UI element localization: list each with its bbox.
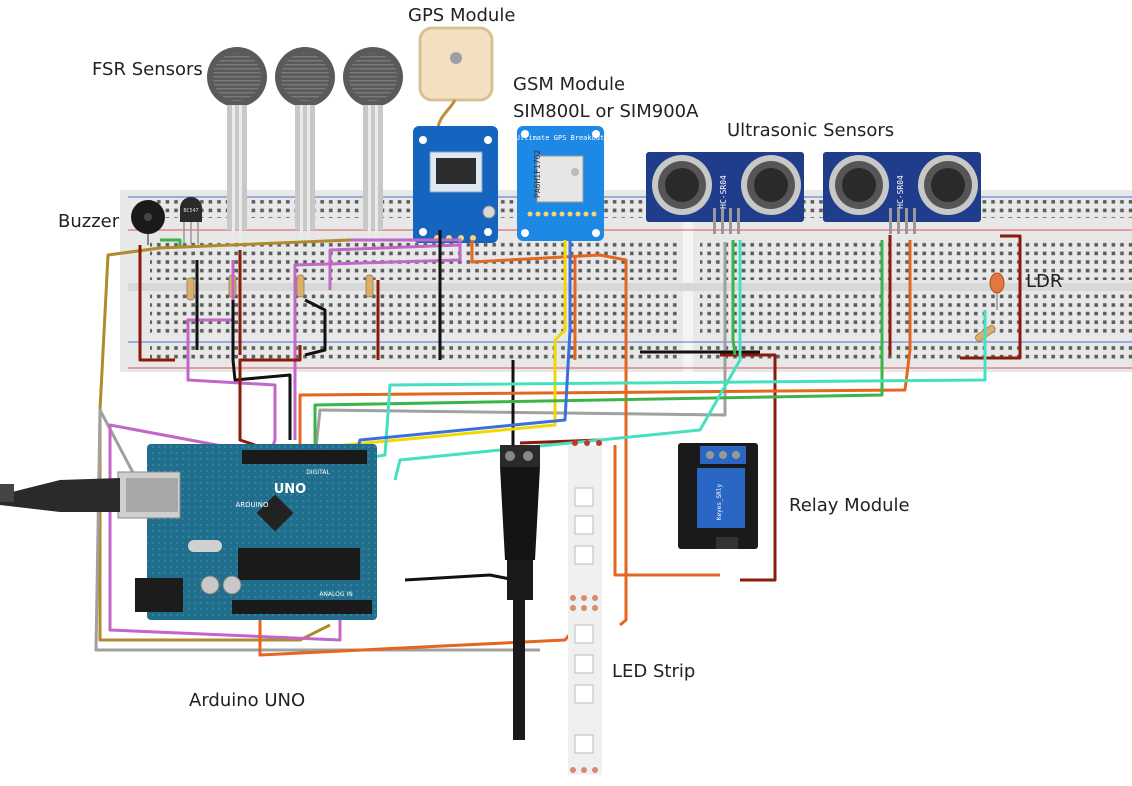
label-ldr: LDR xyxy=(1026,271,1063,292)
gsm-board-text: Ultimate GPS Breakout xyxy=(516,134,605,142)
fsr-sensor-1 xyxy=(207,47,267,245)
fsr-sensor-2 xyxy=(275,47,335,245)
label-relay-module: Relay Module xyxy=(789,495,910,516)
label-gsm-module: GSM Module xyxy=(513,74,626,95)
gps-antenna xyxy=(418,26,494,129)
wires xyxy=(94,230,1022,657)
arduino-uno-text: UNO xyxy=(274,482,307,497)
gsm-module-board: Ultimate GPS Breakout PA6H1F1702 xyxy=(516,126,605,241)
buzzer-component xyxy=(131,200,165,245)
relay-module: Keyes_SRly xyxy=(678,443,758,549)
sonar-1-label: HC-SR04 xyxy=(719,175,728,209)
arduino-analog-text: ANALOG IN xyxy=(319,591,352,598)
sonar-2-label: HC-SR04 xyxy=(896,175,905,209)
led-strip xyxy=(568,440,602,775)
ultrasonic-sensor-1: HC-SR04 xyxy=(646,152,804,234)
gps-module-board xyxy=(413,126,498,243)
ultrasonic-sensor-2: HC-SR04 xyxy=(823,152,981,234)
label-arduino-uno: Arduino UNO xyxy=(189,690,306,711)
arduino-digital-text: DIGITAL xyxy=(306,469,330,476)
transistor-label: BC547 xyxy=(183,208,198,214)
arduino-uno-board: UNO ARDUINO DIGITAL ANALOG IN xyxy=(117,444,377,620)
usb-cable xyxy=(0,478,120,512)
label-gsm-variant: SIM800L or SIM900A xyxy=(513,101,699,122)
fsr-sensor-3 xyxy=(343,47,403,245)
relay-label: Keyes_SRly xyxy=(716,484,723,521)
ldr-component xyxy=(989,272,1005,310)
label-fsr-sensors: FSR Sensors xyxy=(92,59,203,80)
gsm-chip-text: PA6H1F1702 xyxy=(533,150,542,198)
dc-barrel-jack xyxy=(500,445,540,740)
label-gps-module: GPS Module xyxy=(408,5,516,26)
transistor: BC547 xyxy=(180,197,202,244)
arduino-brand-text: ARDUINO xyxy=(236,501,269,509)
label-ultrasonic-sensors: Ultrasonic Sensors xyxy=(727,120,895,141)
label-led-strip: LED Strip xyxy=(612,661,696,682)
label-buzzer: Buzzer xyxy=(58,211,120,232)
